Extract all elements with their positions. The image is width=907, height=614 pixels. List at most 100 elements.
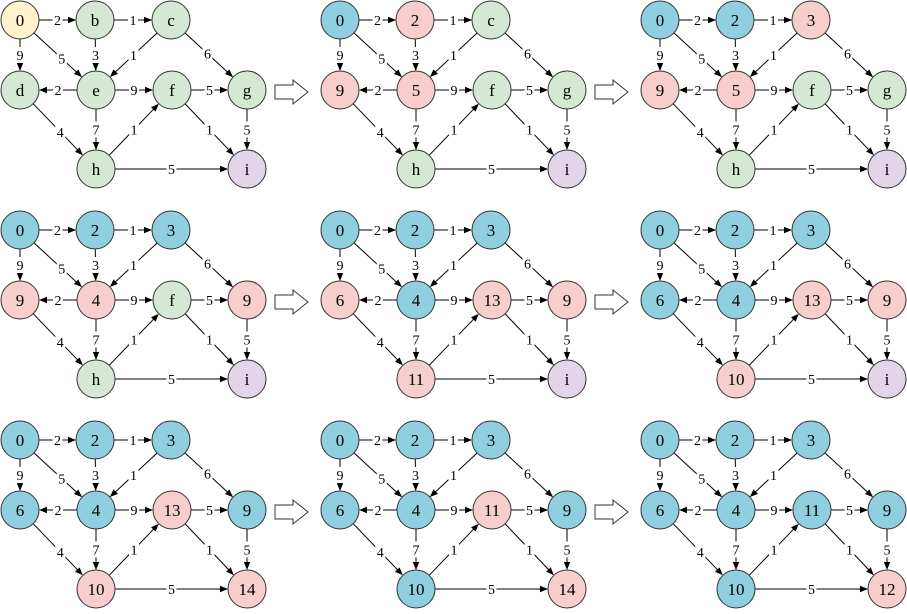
node-label-g: 9 bbox=[563, 291, 572, 310]
edge-label-bg bbox=[562, 121, 572, 138]
edge-label-bg bbox=[129, 502, 139, 518]
edge-label-bg bbox=[53, 502, 63, 518]
edge-weight-0-d: 9 bbox=[337, 259, 344, 274]
edge-label-bg bbox=[842, 465, 853, 482]
edge-label-bg bbox=[524, 331, 535, 348]
edge-weight-b-e: 3 bbox=[92, 49, 99, 64]
node-b bbox=[715, 420, 755, 460]
edge-weight-h-i: 5 bbox=[168, 373, 175, 388]
edge-label-bg bbox=[335, 257, 345, 273]
node-label-0: 0 bbox=[336, 11, 345, 30]
node-label-g: 9 bbox=[563, 501, 572, 520]
node-label-i: i bbox=[885, 160, 890, 179]
edge-label-bg bbox=[56, 470, 67, 487]
node-c bbox=[471, 420, 511, 460]
edge-weight-0-e: 5 bbox=[378, 263, 385, 278]
edge-weight-f-g: 5 bbox=[846, 84, 853, 99]
edge-label-bg bbox=[693, 82, 703, 98]
edge-label-bg bbox=[204, 331, 215, 348]
edge-label-bg bbox=[90, 467, 101, 483]
edge-label-bg bbox=[411, 121, 421, 138]
edge-label-bg bbox=[731, 331, 741, 348]
node-i bbox=[867, 569, 907, 609]
node-label-0: 0 bbox=[336, 221, 345, 240]
edge-weight-g-i: 5 bbox=[244, 334, 251, 349]
edge-label-bg bbox=[449, 502, 459, 518]
edge-label-bg bbox=[806, 581, 817, 597]
node-h bbox=[716, 569, 756, 609]
edge-label-bg bbox=[562, 331, 572, 348]
edge-weight-e-d: 2 bbox=[55, 504, 62, 519]
edge-label-bg bbox=[202, 45, 213, 62]
edge-weight-b-e: 3 bbox=[732, 49, 739, 64]
edge-label-bg bbox=[90, 47, 101, 63]
edge-label-bg bbox=[842, 255, 853, 272]
edge-label-bg bbox=[128, 12, 138, 28]
node-h bbox=[76, 149, 116, 189]
edge-label-bg bbox=[448, 467, 459, 483]
edge-label-bg bbox=[692, 222, 703, 238]
edge-weight-e-d: 2 bbox=[695, 504, 702, 519]
edge-label-bg bbox=[53, 292, 63, 308]
edge-weight-0-d: 9 bbox=[337, 469, 344, 484]
edge-weight-f-g: 5 bbox=[846, 294, 853, 309]
edge-weight-e-d: 2 bbox=[375, 84, 382, 99]
edge-weight-b-c: 1 bbox=[450, 14, 457, 29]
edge-label-bg bbox=[129, 541, 139, 558]
node-label-c: 3 bbox=[807, 11, 816, 30]
edge-label-bg bbox=[52, 432, 63, 448]
edge-weight-0-b: 2 bbox=[694, 14, 701, 29]
edge-weight-f-i: 1 bbox=[526, 124, 533, 139]
edge-weight-0-d: 9 bbox=[657, 49, 664, 64]
edge-weight-b-e: 3 bbox=[732, 469, 739, 484]
node-label-g: 9 bbox=[243, 291, 252, 310]
edge-weight-g-i: 5 bbox=[244, 124, 251, 139]
edge-label-bg bbox=[204, 292, 215, 308]
node-label-0: 0 bbox=[656, 221, 665, 240]
edge-weight-h-f: 1 bbox=[131, 124, 138, 139]
edge-weight-d-h: 4 bbox=[697, 546, 704, 561]
hollow-right-arrow-icon-4 bbox=[594, 288, 629, 316]
edge-weight-0-d: 9 bbox=[657, 469, 664, 484]
edge-label-bg bbox=[695, 543, 706, 560]
edge-label-bg bbox=[522, 45, 533, 62]
node-label-b: 2 bbox=[731, 431, 740, 450]
edge-label-bg bbox=[166, 371, 177, 387]
node-label-e: 4 bbox=[732, 291, 741, 310]
node-b bbox=[395, 420, 435, 460]
node-label-e: 4 bbox=[412, 501, 421, 520]
edge-label-bg bbox=[242, 121, 252, 138]
node-e bbox=[396, 70, 436, 110]
edge-weight-c-g: 6 bbox=[524, 258, 531, 273]
edge-label-bg bbox=[844, 331, 855, 348]
edge-label-bg bbox=[655, 467, 665, 483]
edge-label-bg bbox=[411, 331, 421, 348]
edge-weight-e-f: 9 bbox=[131, 504, 138, 519]
edge-weight-c-e: 1 bbox=[770, 469, 777, 484]
node-label-i: i bbox=[245, 370, 250, 389]
edge-label-bg bbox=[731, 541, 741, 558]
node-label-b: 2 bbox=[731, 11, 740, 30]
edge-weight-h-f: 1 bbox=[131, 544, 138, 559]
node-label-b: 2 bbox=[411, 431, 420, 450]
edge-weight-g-i: 5 bbox=[884, 124, 891, 139]
node-f bbox=[152, 490, 192, 530]
node-g bbox=[227, 70, 267, 110]
edge-weight-c-e: 1 bbox=[770, 49, 777, 64]
edge-weight-h-i: 5 bbox=[808, 373, 815, 388]
node-f bbox=[792, 280, 832, 320]
node-label-0: 0 bbox=[16, 11, 25, 30]
edge-weight-b-e: 3 bbox=[412, 259, 419, 274]
node-h bbox=[396, 149, 436, 189]
edge-label-bg bbox=[769, 121, 779, 138]
edge-label-bg bbox=[693, 292, 703, 308]
edge-weight-c-g: 6 bbox=[204, 48, 211, 63]
edge-label-bg bbox=[731, 121, 741, 138]
edge-weight-e-f: 9 bbox=[451, 84, 458, 99]
edge-weight-e-f: 9 bbox=[451, 294, 458, 309]
node-e bbox=[76, 70, 116, 110]
